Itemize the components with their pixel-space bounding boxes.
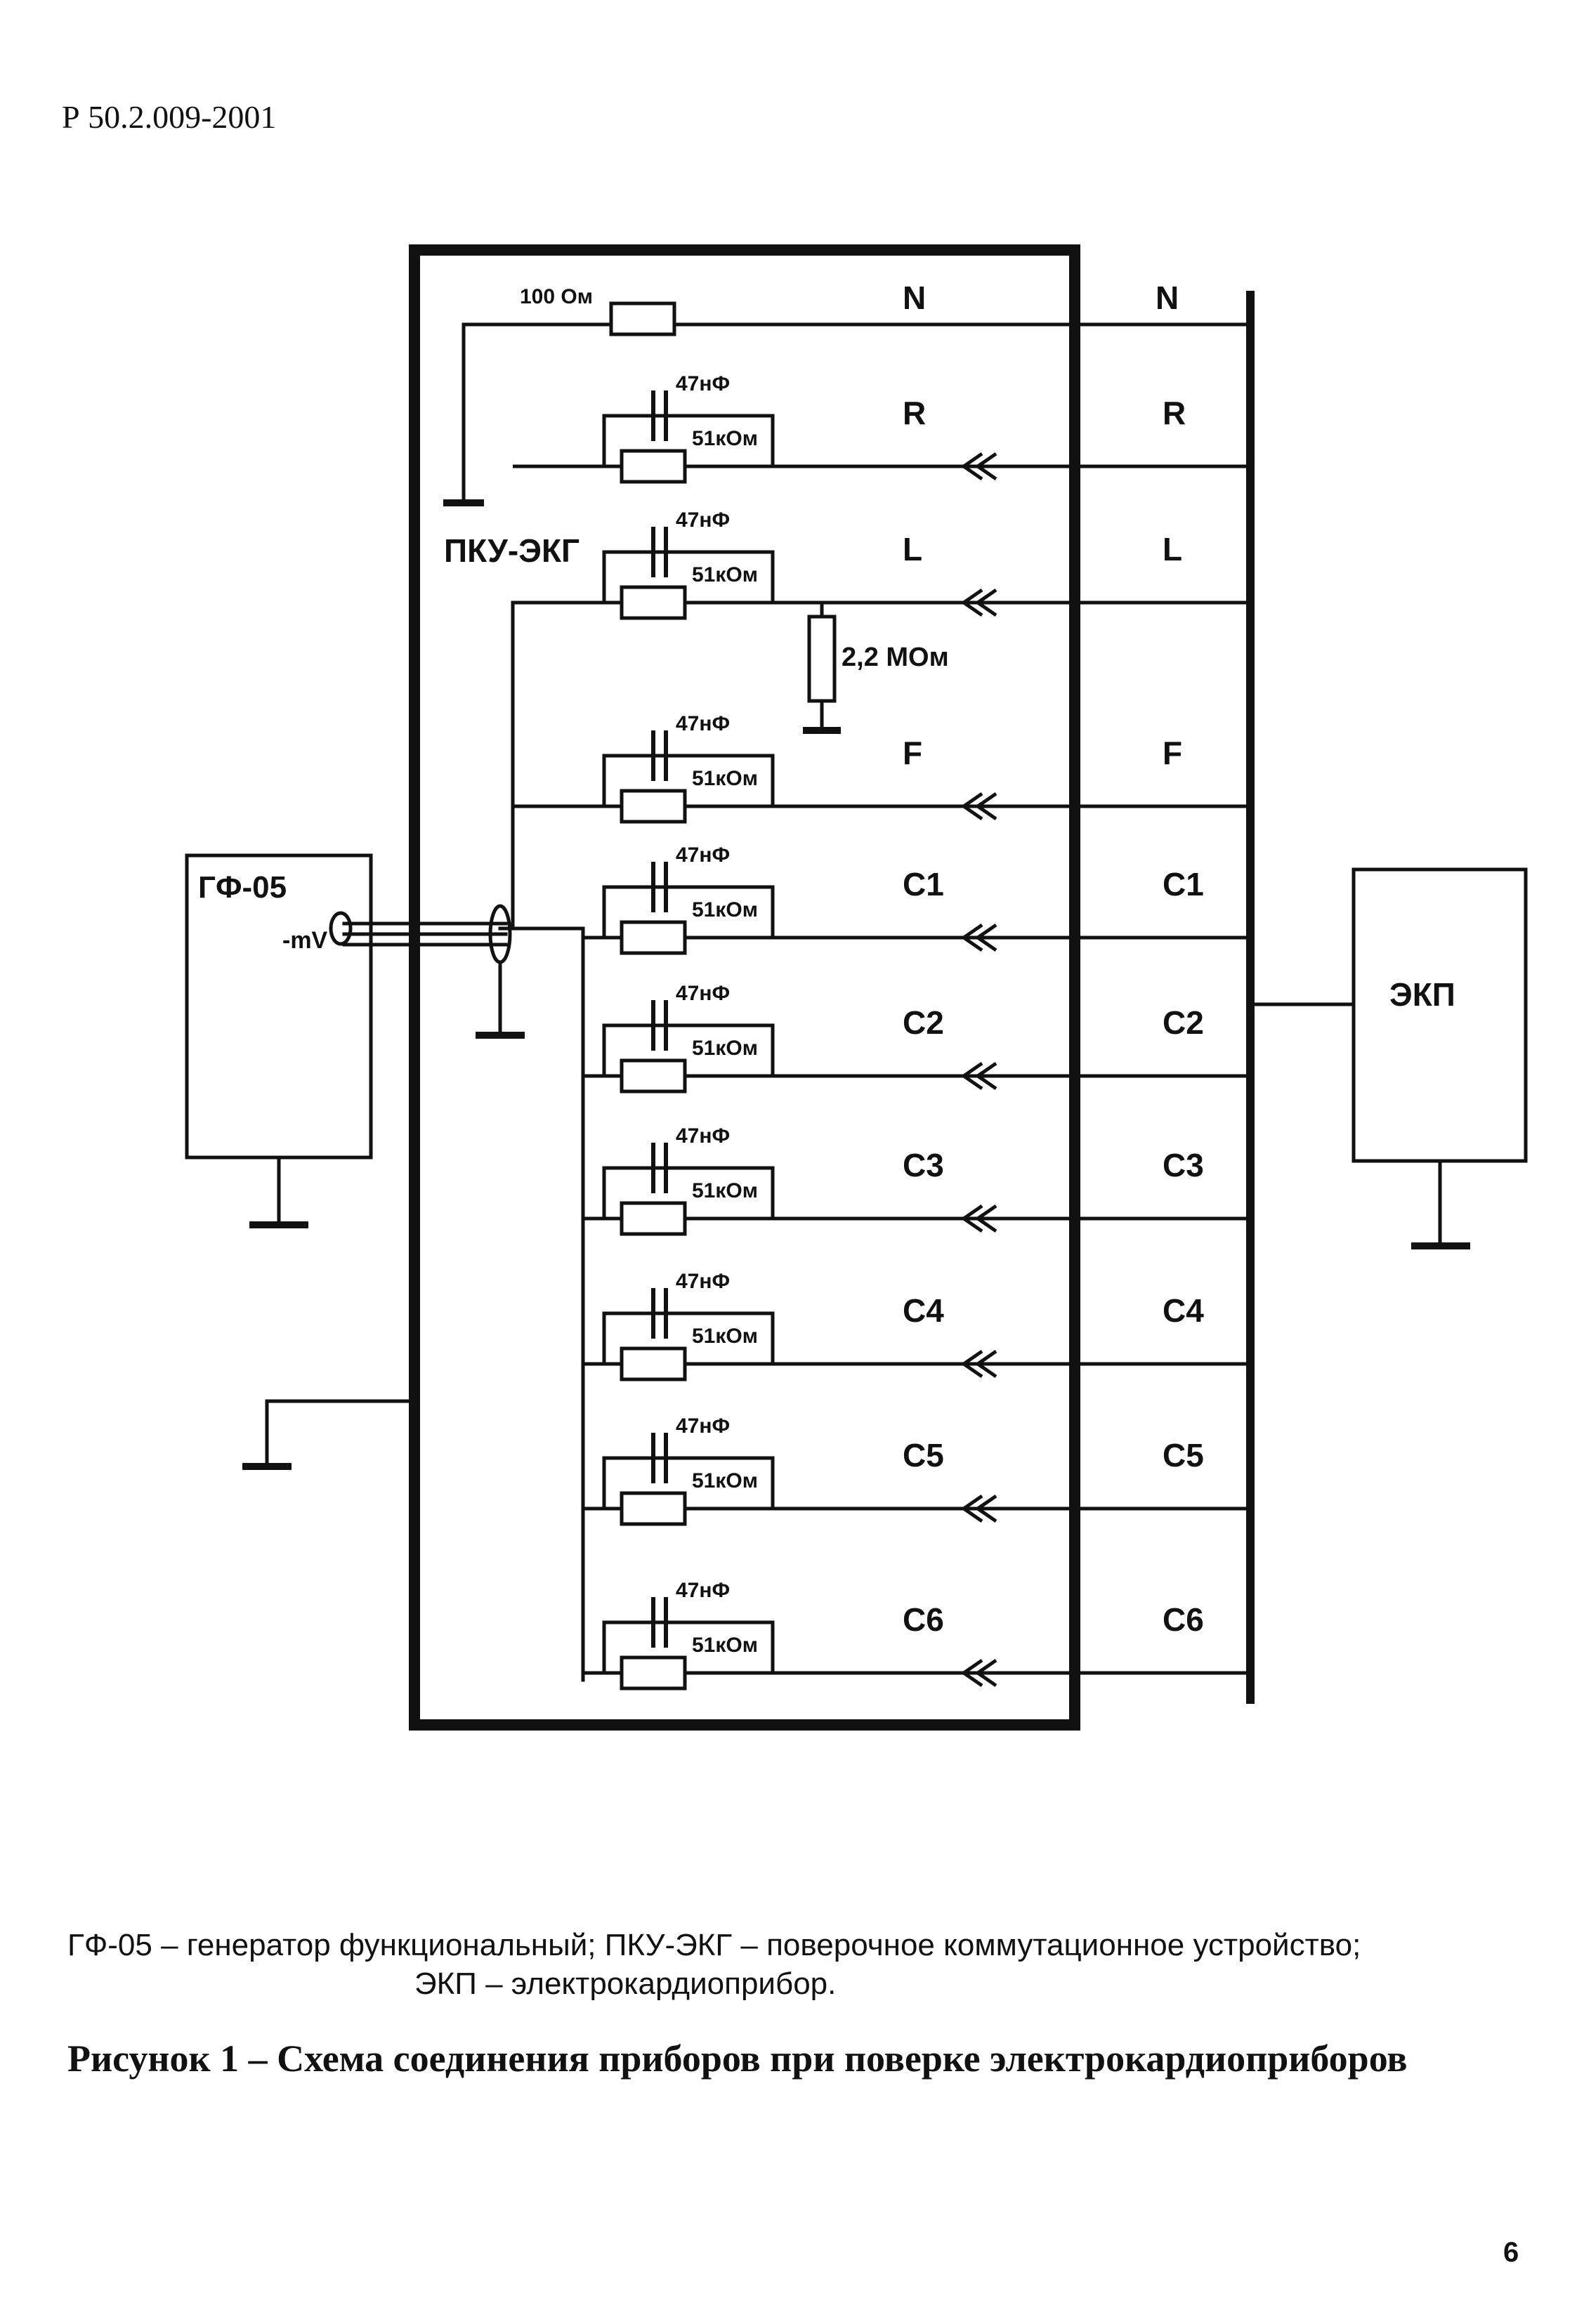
connector-symbol — [960, 1061, 983, 1091]
resistor-symbol — [620, 920, 687, 955]
neutral-inner-label: N — [903, 280, 926, 316]
lead-inner-label: C2 — [903, 1004, 944, 1041]
resistor-value-label: 51кОм — [692, 1179, 758, 1202]
resistor-value-label: 51кОм — [692, 898, 758, 921]
lead-outer-label: L — [1163, 531, 1182, 567]
page-number: 6 — [1503, 2237, 1519, 2268]
resistor-symbol — [620, 1655, 687, 1691]
lead-inner-label: C6 — [903, 1601, 944, 1638]
connector-symbol — [960, 792, 983, 821]
capacitor-value-label: 47нФ — [676, 372, 730, 395]
resistor-symbol — [620, 789, 687, 824]
resistor-symbol — [620, 1058, 687, 1094]
figure-caption: Рисунок 1 – Схема соединения приборов пр… — [67, 2037, 1408, 2080]
connector-symbol — [974, 1204, 997, 1233]
capacitor-value-label: 47нФ — [676, 1579, 730, 1602]
rc-block-frame — [602, 1166, 775, 1219]
connector-symbol — [960, 588, 983, 617]
connector-symbol — [974, 1658, 997, 1688]
legend-line-1: ГФ-05 – генератор функциональный; ПКУ-ЭК… — [67, 1928, 1361, 1962]
shunt-resistor-label: 2,2 МОм — [842, 643, 949, 672]
capacitor-value-label: 47нФ — [676, 1124, 730, 1148]
neutral-outer-label: N — [1156, 280, 1179, 316]
lead-outer-label: C6 — [1163, 1601, 1204, 1638]
generator-output-label: -mV — [282, 927, 328, 954]
connector-symbol — [960, 1349, 983, 1379]
resistor-value-label: 51кОм — [692, 767, 758, 790]
lead-outer-label: F — [1163, 735, 1182, 771]
lead-outer-label: R — [1163, 395, 1186, 431]
switch-unit-label: ПКУ-ЭКГ — [444, 532, 580, 569]
resistor-value-label: 51кОм — [692, 1634, 758, 1657]
rc-block-frame — [602, 1456, 775, 1509]
resistor-symbol — [620, 449, 687, 484]
rc-block-frame — [602, 550, 775, 603]
switch-unit-box — [409, 244, 1080, 1731]
lead-inner-label: C1 — [903, 866, 944, 902]
connector-symbol — [974, 1494, 997, 1523]
capacitor-value-label: 47нФ — [676, 1414, 730, 1438]
connector-symbol — [974, 1061, 997, 1091]
neutral-resistor — [609, 301, 676, 336]
shunt-resistor — [807, 615, 837, 703]
lead-inner-label: C4 — [903, 1292, 944, 1329]
resistor-value-label: 51кОм — [692, 1469, 758, 1492]
lead-inner-label: R — [903, 395, 926, 431]
legend-line-2: ЭКП – электрокардиоприбор. — [414, 1967, 837, 2001]
capacitor-value-label: 47нФ — [676, 982, 730, 1005]
rc-block-frame — [602, 1311, 775, 1364]
lead-outer-label: C4 — [1163, 1292, 1204, 1329]
connector-symbol — [974, 792, 997, 821]
resistor-value-label: 51кОм — [692, 427, 758, 450]
capacitor-value-label: 47нФ — [676, 843, 730, 867]
resistor-value-label: 51кОм — [692, 1037, 758, 1060]
connector-symbol — [974, 923, 997, 952]
rc-block-frame — [602, 885, 775, 938]
lead-inner-label: L — [903, 531, 922, 567]
resistor-value-label: 51кОм — [692, 1325, 758, 1348]
lead-outer-label: C5 — [1163, 1437, 1204, 1473]
neutral-resistor-label: 100 Ом — [520, 285, 593, 308]
resistor-symbol — [620, 585, 687, 620]
lead-outer-label: C3 — [1163, 1147, 1204, 1183]
rc-block-frame — [602, 414, 775, 466]
lead-inner-label: C5 — [903, 1437, 944, 1473]
connector-symbol — [960, 1658, 983, 1688]
rc-block-frame — [602, 1620, 775, 1673]
resistor-symbol — [620, 1491, 687, 1526]
lead-outer-label: C1 — [1163, 866, 1204, 902]
connector-symbol — [974, 452, 997, 481]
recorder-box — [1351, 867, 1528, 1163]
resistor-value-label: 51кОм — [692, 563, 758, 586]
connector-symbol — [960, 1494, 983, 1523]
lead-inner-label: C3 — [903, 1147, 944, 1183]
connector-symbol — [974, 588, 997, 617]
connector-symbol — [960, 452, 983, 481]
rc-block-frame — [602, 754, 775, 806]
recorder-label: ЭКП — [1389, 976, 1455, 1013]
capacitor-value-label: 47нФ — [676, 508, 730, 532]
lead-inner-label: F — [903, 735, 922, 771]
generator-label: ГФ-05 — [198, 870, 287, 905]
resistor-symbol — [620, 1346, 687, 1381]
document-code: Р 50.2.009-2001 — [62, 99, 277, 135]
lead-outer-label: C2 — [1163, 1004, 1204, 1041]
capacitor-value-label: 47нФ — [676, 1270, 730, 1293]
rc-block-frame — [602, 1023, 775, 1076]
connector-symbol — [960, 923, 983, 952]
resistor-symbol — [620, 1201, 687, 1236]
capacitor-value-label: 47нФ — [676, 712, 730, 735]
connector-symbol — [974, 1349, 997, 1379]
connector-symbol — [960, 1204, 983, 1233]
